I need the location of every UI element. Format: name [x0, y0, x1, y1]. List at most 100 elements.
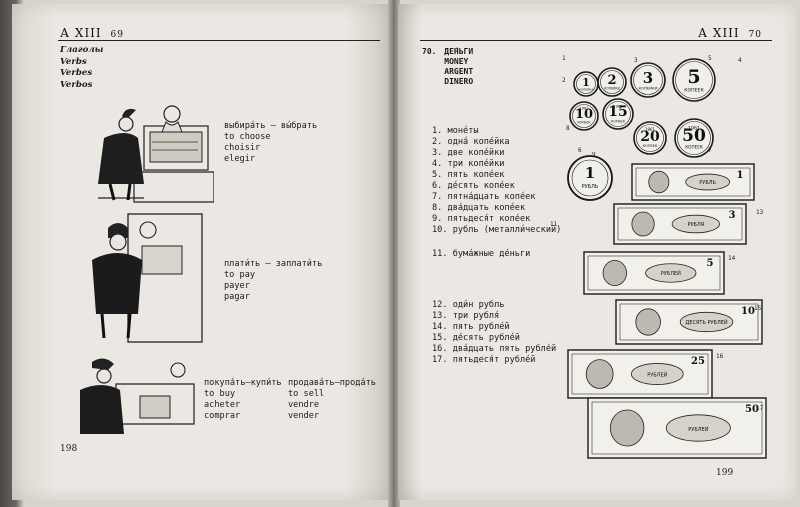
list-item: 10. рубль (металли́ческий): [432, 225, 562, 235]
coin-word: КОПЕЕК: [684, 88, 704, 94]
figure-label: 6: [578, 147, 582, 154]
coins-list: 1. моне́ты 2. одна́ копе́йка 3. две копе…: [432, 126, 561, 236]
list-item: 15. де́сять рубле́й: [432, 333, 520, 343]
figure-label: 1: [562, 55, 566, 62]
paper-money-list: 11. бума́жные де́ньги: [432, 249, 530, 260]
coin-word: КОПЕЕК: [643, 144, 658, 148]
coin-year: 1961: [688, 125, 700, 131]
list-item: 6. де́сять копе́ек: [432, 181, 515, 191]
buy-ru: покупа́ть—купи́ть: [204, 378, 282, 388]
list-item: 7. пятна́дцать копе́ек: [432, 192, 536, 202]
coin-value: 3: [643, 69, 653, 87]
right-page-number: 199: [716, 468, 734, 478]
coin-value: 20: [640, 129, 660, 145]
choose-text: выбира́ть — вы́брать to choose choisir e…: [224, 121, 317, 165]
verbs-title-es: Verbos: [60, 79, 93, 90]
right-page: А XIII 70 70. ДЕ́НЬГИ MONEY ARGENT DINER…: [398, 4, 796, 500]
coin-value: 10: [575, 107, 593, 122]
note-value: 5: [707, 258, 714, 269]
left-page-number: 198: [60, 444, 78, 454]
choose-en: to choose: [224, 132, 271, 142]
list-item: 3. две копе́йки: [432, 148, 505, 158]
choose-ru: выбира́ть — вы́брать: [224, 121, 318, 131]
note-word: РУБЛЬ: [699, 180, 716, 186]
list-item: 12. оди́н рубль: [432, 300, 505, 310]
sell-fr: vendre: [288, 400, 320, 410]
note-word: РУБЛЕЙ: [647, 371, 667, 378]
verbs-title-fr: Verbes: [60, 68, 93, 78]
choose-fr: choisir: [224, 143, 261, 153]
figure-label: 14: [728, 255, 736, 262]
coin-word: КОПЕЙКИ: [604, 86, 620, 91]
money-title: 70. ДЕ́НЬГИ MONEY ARGENT DINERO: [422, 47, 473, 87]
note-word: РУБЛЕЙ: [661, 270, 681, 277]
right-header-rule: [420, 40, 772, 41]
list-item: 13. три рубля́: [432, 311, 500, 321]
coin-value: 5: [687, 66, 700, 88]
coin-word: РУБЛЬ: [582, 184, 599, 190]
note-value: 25: [691, 356, 705, 367]
pay-text: плати́ть — заплати́ть to pay payer pagar: [224, 259, 322, 303]
sell-text: продава́ть—прода́ть to sell vendre vende…: [288, 378, 376, 422]
buy-sell-illustration: [80, 358, 195, 434]
coin-word: КОПЕЙКИ: [639, 85, 658, 90]
choose-es: elegir: [224, 154, 256, 164]
note-word: РУБЛЯ: [687, 222, 704, 228]
buy-es: comprar: [204, 411, 241, 421]
figure-label: 13: [756, 209, 764, 216]
money-title-fr: ARGENT: [444, 67, 474, 76]
list-item: 1. моне́ты: [432, 126, 479, 136]
verbs-title-ru: Глаголы: [60, 45, 104, 55]
pay-ru: плати́ть — заплати́ть: [224, 259, 323, 269]
list-item: 8. два́дцать копе́ек: [432, 203, 526, 213]
coin-word: КОПЕЕК: [685, 144, 703, 149]
banknotes-list: 12. оди́н рубль 13. три рубля́ 14. пять …: [432, 300, 556, 366]
coin-value: 50: [682, 126, 706, 146]
coin-value: 1: [585, 164, 595, 182]
figure-label: 3: [634, 57, 638, 64]
note-value: 10: [741, 306, 755, 317]
figure-label: 7: [708, 147, 712, 154]
note-value: 50: [745, 404, 759, 415]
buy-text: покупа́ть—купи́ть to buy acheter comprar: [204, 378, 282, 422]
list-item: 11. бума́жные де́ньги: [432, 249, 531, 259]
verbs-title: Глаголы Verbs Verbes Verbos: [60, 45, 103, 91]
list-item: 17. пятьдеся́т рубле́й: [432, 355, 536, 365]
figure-label: 17: [756, 405, 764, 412]
list-item: 14. пять рубле́й: [432, 322, 510, 332]
list-item: 4. три копе́йки: [432, 159, 505, 169]
left-header-rule: [58, 40, 380, 41]
sell-ru: продава́ть—прода́ть: [288, 378, 376, 388]
coin-year: 1961: [580, 107, 589, 111]
coin-value: 1: [582, 76, 590, 89]
coin-year: 1961: [613, 104, 623, 108]
coin-word: КОПЕЙКА: [578, 87, 594, 92]
figure-label: 8: [566, 125, 570, 132]
figure-label: 4: [738, 57, 742, 64]
coin-value: 15: [608, 104, 627, 120]
money-title-en: MONEY: [444, 57, 469, 66]
pay-es: pagar: [224, 292, 250, 302]
figure-label: 9: [592, 152, 596, 158]
left-header-label: А XIII: [60, 26, 102, 40]
note-value: 3: [729, 210, 736, 221]
left-header-num: 69: [110, 30, 124, 40]
figure-label: 16: [716, 353, 724, 360]
money-section-num: 70.: [422, 47, 437, 56]
coin-word: КОПЕЕК: [578, 121, 592, 125]
note-value: 1: [737, 170, 744, 181]
money-title-ru: ДЕ́НЬГИ: [444, 47, 474, 56]
list-item: 5. пять копе́ек: [432, 170, 505, 180]
